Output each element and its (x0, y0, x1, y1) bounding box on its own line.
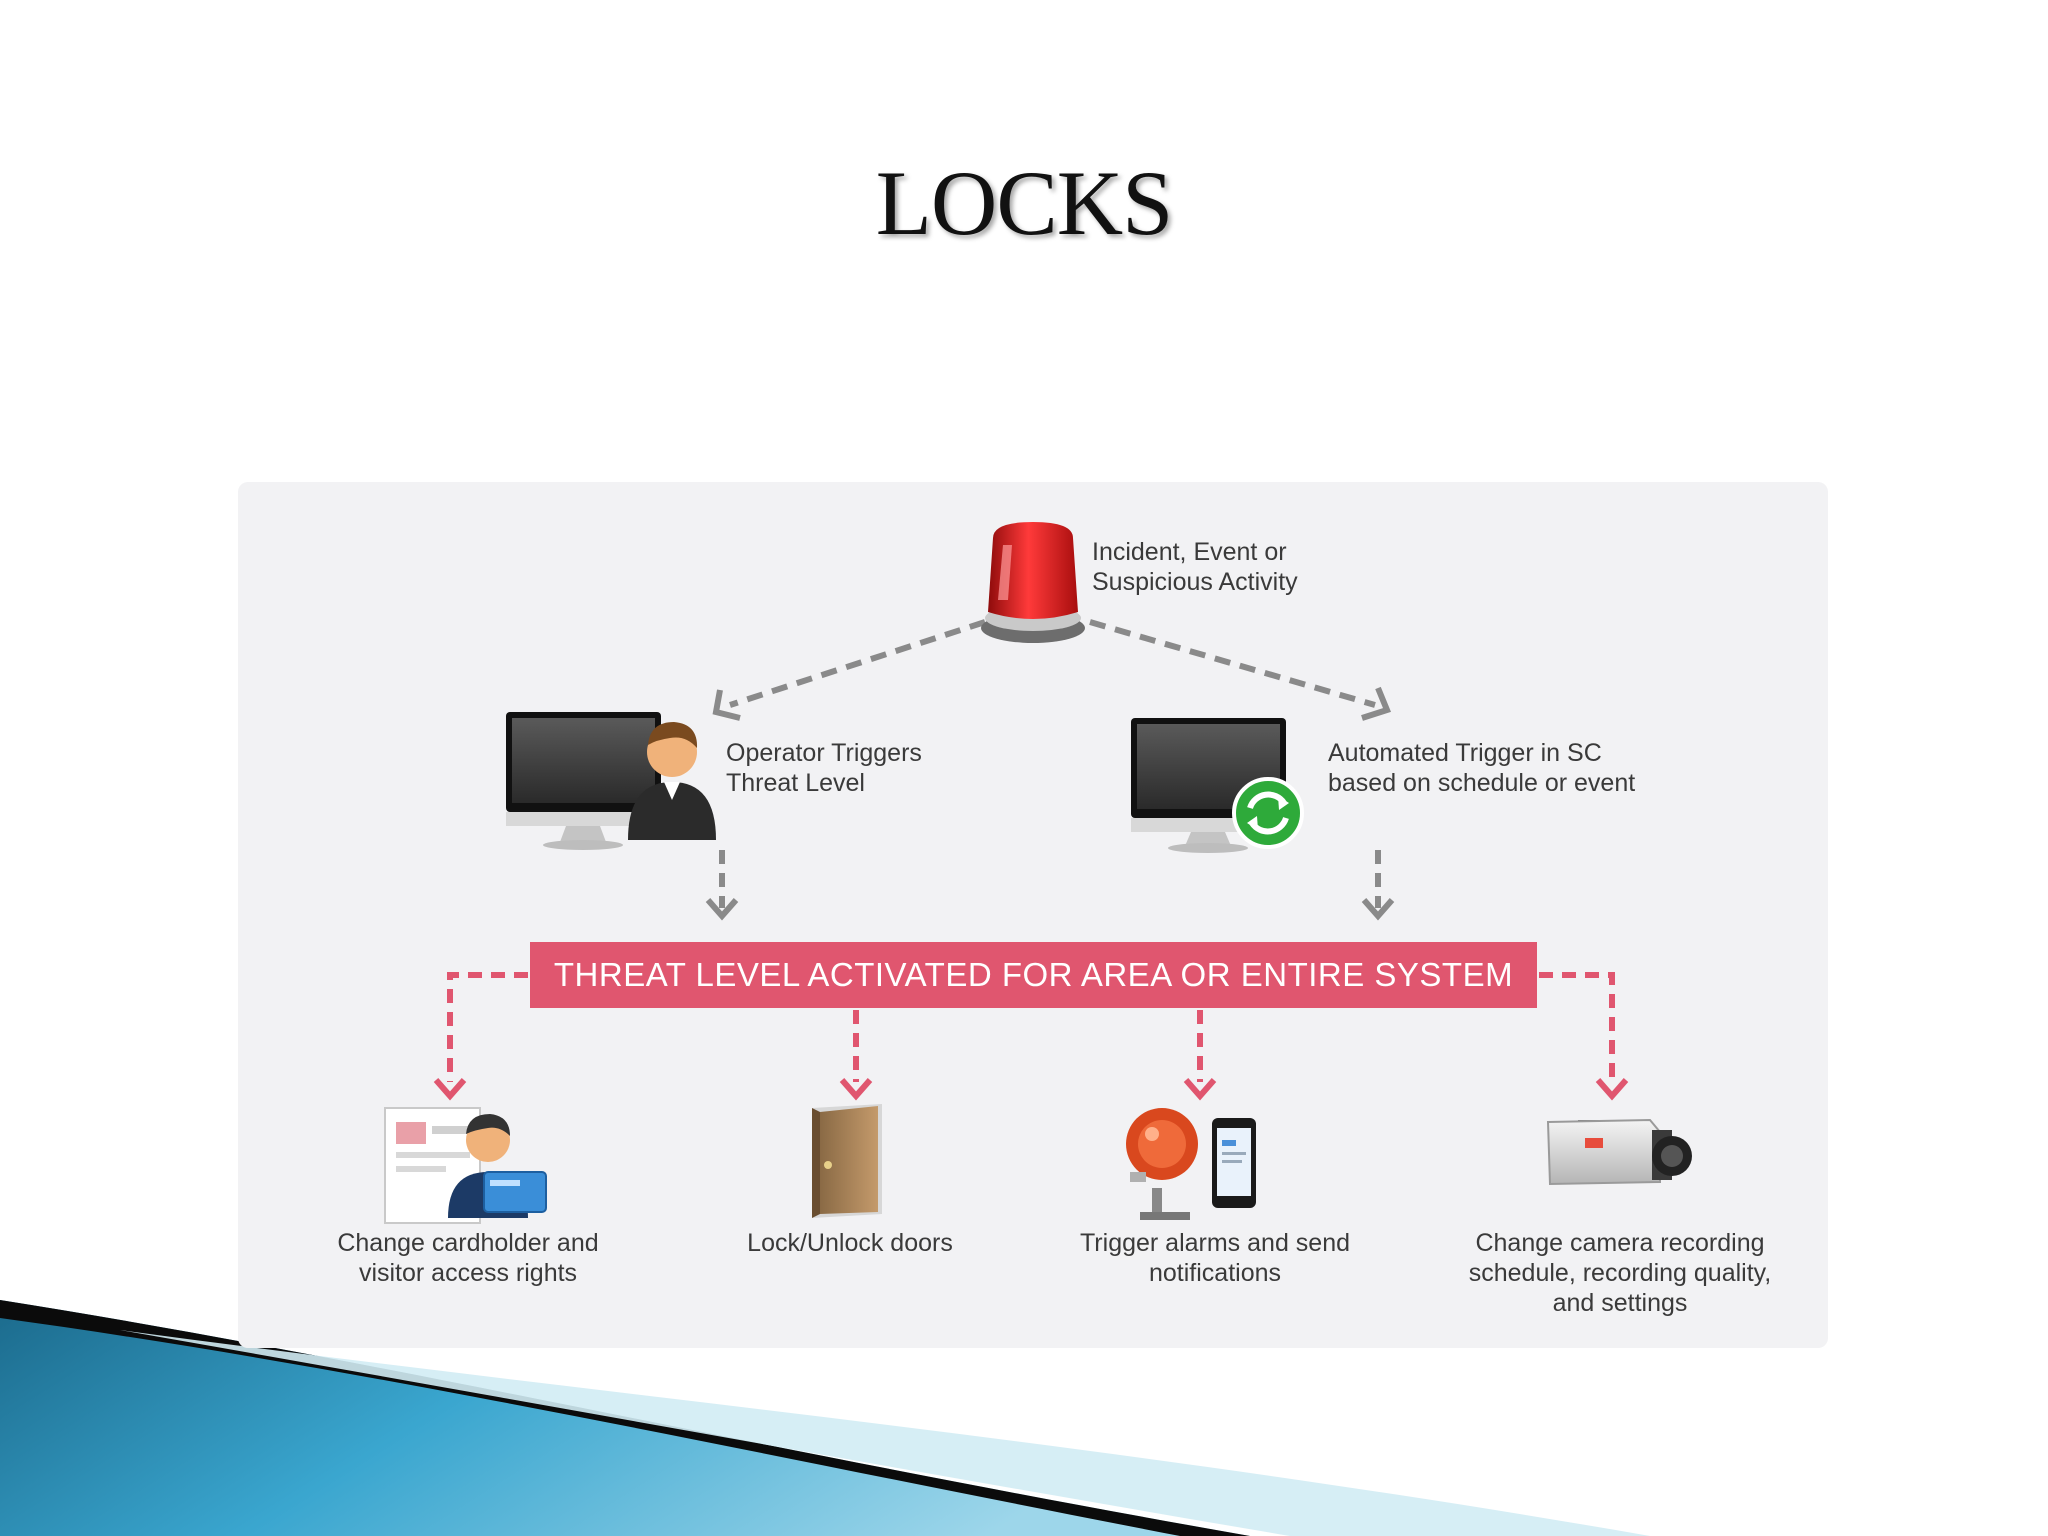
action-label-cardholder: Change cardholder and visitor access rig… (318, 1228, 618, 1288)
action-cardholder-line1: Change cardholder and (337, 1229, 599, 1257)
source-label-line2: Suspicious Activity (1092, 568, 1298, 596)
action-doors-line1: Lock/Unlock doors (747, 1229, 953, 1257)
arrow-banner-to-cardholder (433, 972, 528, 1101)
arrow-operator-to-banner (705, 850, 739, 921)
cardholder-icon (384, 1107, 547, 1224)
operator-monitor-icon (506, 712, 716, 850)
automated-trigger-line1: Automated Trigger in SC (1328, 739, 1602, 767)
arrowhead-automated (1361, 686, 1392, 721)
automated-trigger-line2: based on schedule or event (1328, 769, 1636, 797)
arrow-automated-to-banner (1361, 850, 1395, 921)
automated-monitor-icon (1131, 718, 1304, 853)
threat-level-banner: THREAT LEVEL ACTIVATED FOR AREA OR ENTIR… (530, 942, 1537, 1008)
operator-trigger-line2: Threat Level (726, 769, 865, 797)
slide-title: LOCKS (875, 152, 1174, 254)
action-alarms-line1: Trigger alarms and send (1079, 1229, 1351, 1257)
action-alarms-line2: notifications (1148, 1259, 1282, 1287)
action-camera-line1: Change camera recording (1475, 1229, 1765, 1257)
action-label-doors: Lock/Unlock doors (700, 1228, 1000, 1258)
camera-icon (1546, 1118, 1692, 1186)
door-icon (812, 1104, 882, 1218)
source-label: Incident, Event or Suspicious Activity (1092, 537, 1298, 597)
operator-trigger-label: Operator Triggers Threat Level (726, 738, 922, 798)
action-camera-line3: and settings (1552, 1289, 1688, 1317)
arrowhead-operator (712, 689, 741, 721)
arrow-siren-to-operator (729, 619, 986, 708)
action-camera-line2: schedule, recording quality, (1468, 1259, 1772, 1287)
action-cardholder-line2: visitor access rights (358, 1259, 578, 1287)
siren-icon (981, 522, 1085, 643)
action-label-camera: Change camera recording schedule, record… (1450, 1228, 1790, 1318)
automated-trigger-label: Automated Trigger in SC based on schedul… (1328, 738, 1635, 798)
operator-trigger-line1: Operator Triggers (726, 739, 922, 767)
arrow-siren-to-automated (1089, 619, 1376, 708)
arrow-banner-to-camera (1539, 972, 1629, 1101)
source-label-line1: Incident, Event or (1092, 538, 1287, 566)
alarm-bell-icon (1126, 1108, 1256, 1220)
arrow-banner-to-doors (839, 1010, 873, 1101)
arrow-banner-to-alarms (1183, 1010, 1217, 1101)
action-label-alarms: Trigger alarms and send notifications (1065, 1228, 1365, 1288)
